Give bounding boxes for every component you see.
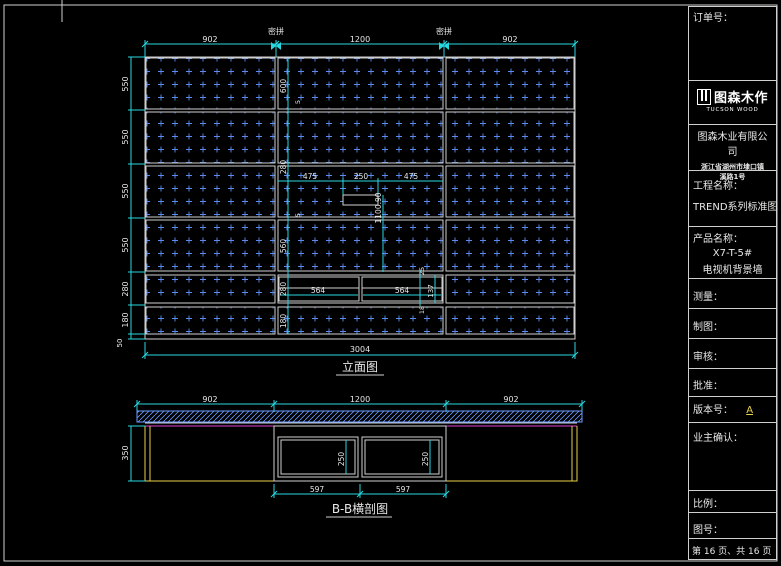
elevation-title: 立面图 bbox=[342, 359, 378, 374]
tv-cabinet-drawers bbox=[277, 274, 444, 304]
address-line-1: 浙江省湖州市埭口镇 bbox=[701, 163, 764, 171]
inner-v-dim-180: 180 bbox=[279, 314, 288, 329]
order-no-cell: 订单号： bbox=[689, 7, 776, 81]
measure-label: 测量： bbox=[693, 292, 723, 303]
approve-cell: 批准： bbox=[689, 369, 776, 397]
inner-v-dim-280b: 280 bbox=[279, 282, 288, 297]
logo-cn-text: 图森木作 bbox=[713, 91, 768, 106]
inner-v-dim-560: 560 bbox=[279, 239, 288, 254]
left-dim-1: 550 bbox=[121, 76, 130, 91]
page-text: 第 16 页、共 16 页 bbox=[692, 547, 772, 557]
version-label: 版本号： bbox=[693, 405, 733, 416]
left-dim-4: 550 bbox=[121, 237, 130, 252]
company-cell: 图森木业有限公司 浙江省湖州市埭口镇 溪路1号 bbox=[689, 125, 776, 181]
elevation-top-dims bbox=[141, 40, 579, 57]
section-bottom-dims bbox=[270, 484, 450, 498]
product-cell: 产品名称： X7-T-5# 电视机背景墙 bbox=[689, 227, 776, 279]
section-bottom-dim-left: 597 bbox=[310, 485, 325, 494]
scale-cell: 比例： bbox=[689, 491, 776, 513]
inner-v-dim-137: 137 bbox=[427, 284, 435, 297]
wall-hatch bbox=[136, 410, 583, 423]
inner-v-dim-5b: 5 bbox=[294, 213, 302, 217]
section-title: B-B横剖图 bbox=[332, 502, 388, 516]
drawing-no-cell: 图号： bbox=[689, 513, 776, 539]
elevation-view: 902 1200 902 密拼 密拼 550 550 550 550 280 1… bbox=[116, 26, 579, 376]
scale-label: 比例： bbox=[693, 499, 723, 510]
door-arrows bbox=[271, 42, 449, 50]
project-value: TREND系列标准图 bbox=[693, 202, 778, 213]
company-name: 图森木业有限公司 bbox=[697, 132, 768, 158]
product-code: X7-T-5# bbox=[712, 248, 753, 259]
section-cabinet bbox=[144, 426, 578, 482]
drawn-cell: 制图： bbox=[689, 309, 776, 339]
version-value: A bbox=[746, 405, 754, 416]
inner-v-dim-600: 600 bbox=[279, 79, 288, 94]
section-left-dim-label: 350 bbox=[121, 445, 130, 460]
section-top-dim-left: 902 bbox=[202, 395, 217, 404]
top-dim-center: 1200 bbox=[350, 35, 370, 44]
inner-h-dim-2: 250 bbox=[354, 172, 369, 181]
inner-v-dim-18: 18 bbox=[418, 306, 426, 314]
inner-h-dim-1: 475 bbox=[303, 172, 318, 181]
elevation-outline bbox=[144, 56, 576, 340]
elevation-inner-dims bbox=[278, 58, 443, 334]
owner-cell: 业主确认： bbox=[689, 423, 776, 491]
review-cell: 审核： bbox=[689, 339, 776, 369]
section-drawers bbox=[273, 425, 447, 482]
left-dim-7: 50 bbox=[116, 339, 124, 348]
left-dim-2: 550 bbox=[121, 129, 130, 144]
inner-v-dim-1100: 1100.90 bbox=[374, 192, 383, 223]
drawing-no-label: 图号： bbox=[693, 525, 723, 536]
inner-v-dim-280: 280 bbox=[279, 160, 288, 175]
left-dim-5: 280 bbox=[121, 281, 130, 296]
top-dim-left: 902 bbox=[202, 35, 217, 44]
section-view: 902 1200 902 250 250 bbox=[121, 395, 586, 518]
project-cell: 工程名称： TREND系列标准图 bbox=[689, 171, 778, 227]
section-left-dim bbox=[128, 425, 145, 482]
tv-bracket bbox=[342, 194, 379, 206]
section-bottom-dim-right: 597 bbox=[396, 485, 411, 494]
measure-cell: 测量： bbox=[689, 279, 776, 309]
order-no-label: 订单号： bbox=[693, 13, 733, 24]
version-cell: 版本号： A bbox=[689, 397, 776, 423]
approve-label: 批准： bbox=[693, 381, 723, 392]
section-top-dim-center: 1200 bbox=[350, 395, 370, 404]
inner-v-dim-5a: 5 bbox=[294, 100, 302, 104]
project-label: 工程名称： bbox=[693, 181, 743, 192]
inner-v-dim-25: 25 bbox=[418, 267, 426, 275]
product-label: 产品名称： bbox=[693, 234, 743, 245]
elevation-bottom-dim bbox=[141, 342, 579, 359]
drawn-label: 制图： bbox=[693, 322, 723, 333]
review-label: 审核： bbox=[693, 352, 723, 363]
page-cell: 第 16 页、共 16 页 bbox=[689, 539, 776, 561]
inner-h-dim-3: 475 bbox=[404, 172, 419, 181]
drawing-frame bbox=[3, 4, 778, 562]
address-line-2: 溪路1号 bbox=[719, 173, 746, 181]
owner-label: 业主确认： bbox=[693, 433, 743, 444]
logo-mark-icon bbox=[696, 88, 711, 105]
drawer-width-left: 564 bbox=[311, 286, 326, 295]
title-block: 订单号： 图森木作 TUCSON WOOD 图森木业有限公司 浙江省湖州市埭口镇… bbox=[688, 6, 778, 561]
left-dim-3: 550 bbox=[121, 183, 130, 198]
logo-en-text: TUCSON WOOD bbox=[706, 107, 759, 113]
company-logo: 图森木作 bbox=[693, 87, 772, 106]
section-drawer-dims bbox=[345, 440, 431, 474]
section-top-dims bbox=[133, 400, 586, 412]
total-width-dim: 3004 bbox=[350, 345, 370, 354]
drawer-width-right: 564 bbox=[395, 286, 410, 295]
section-drawer-dim-left: 250 bbox=[337, 452, 346, 467]
door-label-right: 密拼 bbox=[436, 26, 452, 36]
elevation-left-dims bbox=[128, 56, 145, 340]
product-name: 电视机背景墙 bbox=[702, 265, 763, 276]
top-dim-right: 902 bbox=[502, 35, 517, 44]
logo-cell: 图森木作 TUCSON WOOD bbox=[689, 81, 776, 125]
wall-panels bbox=[145, 57, 575, 335]
section-top-dim-right: 902 bbox=[503, 395, 518, 404]
section-drawer-dim-right: 250 bbox=[421, 452, 430, 467]
left-dim-6: 180 bbox=[121, 312, 130, 327]
door-label-left: 密拼 bbox=[268, 26, 284, 36]
